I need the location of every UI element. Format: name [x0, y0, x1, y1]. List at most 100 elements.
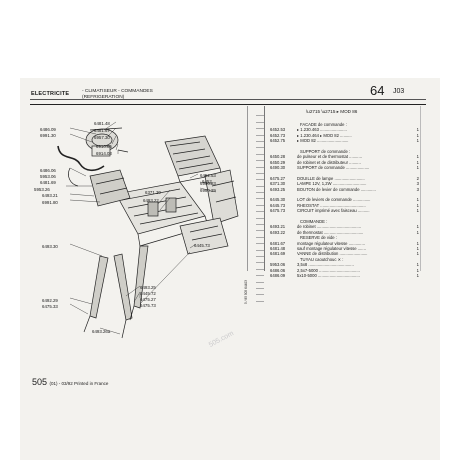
part-desc: DOUILLE de lampe .......................… [297, 175, 365, 181]
part-desc: de robinet et de distributeur .......... [297, 159, 361, 165]
part-ref: 6452.53 [270, 127, 286, 133]
part-desc: SUPPORT de commande .................... [297, 165, 370, 171]
part-ref: 6493.21 [270, 224, 286, 230]
part-qty: 1 [416, 138, 419, 144]
part-ref: 6493.25 [270, 186, 286, 192]
part-qty: 1 [416, 262, 419, 268]
parts-row: 6452.53 ▸ 1.230.463 .....................… [270, 127, 420, 132]
row-tick [256, 251, 264, 257]
part-qty: 1 [416, 132, 419, 138]
subtitle-line-2: (REFRIGERATION) [82, 94, 125, 100]
row-tick [256, 187, 264, 194]
parts-row: 6481.67 montage régulateur vitesse ......… [270, 241, 420, 246]
part-callout: 6445.72 [140, 291, 156, 296]
footer-note: (01) - 03/92 Printed in France [49, 381, 109, 386]
page-number: J03 [393, 88, 405, 95]
part-ref: 6493.22 [270, 229, 286, 235]
row-tick [256, 212, 264, 219]
part-callout: 6452 [202, 179, 212, 184]
row-tick [256, 295, 264, 302]
part-desc: LAMPE 12V, 1,2W ........................… [297, 181, 367, 187]
part-callout: 6990.29 [200, 188, 216, 193]
row-tick [256, 283, 264, 289]
lever-set-icon [83, 245, 149, 339]
part-qty: 3 [416, 181, 419, 187]
part-callout: 6445.73 [194, 243, 210, 248]
row-tick [256, 174, 264, 181]
vertical-reference: 5 / 85 505 64403 [244, 280, 248, 304]
part-callout: 6475.33 [42, 304, 58, 309]
hose-icon [57, 145, 105, 172]
part-qty: 1 [416, 224, 419, 230]
part-callout: 6475.73 [140, 303, 156, 308]
row-tick [256, 225, 264, 232]
parts-row: 6452.75▸ MOD 82 ........................… [270, 138, 420, 143]
printed-circuit-icon [179, 217, 229, 255]
part-qty: 2 [416, 175, 419, 181]
part-ref: 6445.30 [270, 197, 286, 203]
part-ref: 6481.67 [270, 240, 286, 246]
row-tick [256, 110, 264, 117]
part-callout: 6481.48 [94, 121, 110, 126]
bracket-icon [204, 169, 239, 225]
part-qty: 1 [416, 202, 419, 208]
parts-group-heading: SUPPORT de commande : [270, 149, 420, 154]
part-desc: de pulseur et de thermostat ........... [297, 154, 362, 160]
row-tick [256, 263, 264, 270]
row-tick [256, 129, 264, 136]
row-tick [256, 270, 264, 277]
part-ref: 6475.73 [270, 208, 286, 214]
row-tick [256, 289, 264, 296]
part-ref: 5953.06 [270, 262, 286, 268]
row-tick [256, 244, 264, 251]
row-tick [256, 276, 264, 283]
part-callout: 5953.26 [34, 187, 50, 192]
row-tick [256, 142, 264, 149]
part-desc: VANNE de distribution ..................… [297, 251, 368, 257]
part-desc: COMMANDE : [300, 219, 328, 225]
part-qty: 1 [416, 251, 419, 257]
part-ref: 6486.09 [270, 272, 286, 278]
row-tick [256, 180, 264, 187]
control-support-icon [115, 181, 209, 247]
part-ref: 6475.27 [270, 175, 286, 181]
row-tick [256, 123, 264, 130]
row-tick [256, 193, 264, 200]
part-desc: ▸ 1.230.463 ....................... [297, 127, 347, 133]
part-desc: montage régulateur vitesse .............… [297, 240, 365, 246]
parts-row: 6452.73▸ 1.230.464 ▸ MOD 82 ..........1 [270, 133, 420, 138]
parts-list: FACADE de commande :6452.53▸ 1.230.463 .… [270, 122, 420, 278]
model-applicability: \u2715 \u2715 ▸ MOD 86 [306, 109, 358, 114]
section-title: ELECTRICITE [31, 91, 70, 97]
switch-block-icon [89, 169, 131, 207]
header-rule [30, 104, 426, 105]
row-tick [256, 257, 264, 264]
row-tick [256, 219, 264, 226]
part-callout: 6481.69 [40, 180, 56, 185]
part-desc: RHEOSTAT ...............................… [297, 202, 366, 208]
part-ref: 6445.73 [270, 202, 286, 208]
parts-group-heading: COMMANDE : [270, 219, 420, 224]
part-callout: 6493.30 [42, 244, 58, 249]
part-qty: 3 [416, 186, 419, 192]
part-ref: 6450.28 [270, 154, 286, 160]
part-desc: CIRCUIT imprimé avec faisceau .......... [297, 208, 370, 214]
part-callout: 6475.27 [140, 297, 156, 302]
part-ref: 6452.73 [270, 132, 286, 138]
row-tick [256, 168, 264, 174]
part-callout: 6493.26a [92, 329, 111, 334]
parts-row: 6475.73 CIRCUIT imprimé avec faisceau ...… [270, 208, 420, 213]
column-divider [264, 106, 265, 271]
footer-model: 505 [32, 377, 48, 387]
part-callout: 6481.67 [94, 128, 110, 133]
part-qty: 1 [416, 267, 419, 273]
